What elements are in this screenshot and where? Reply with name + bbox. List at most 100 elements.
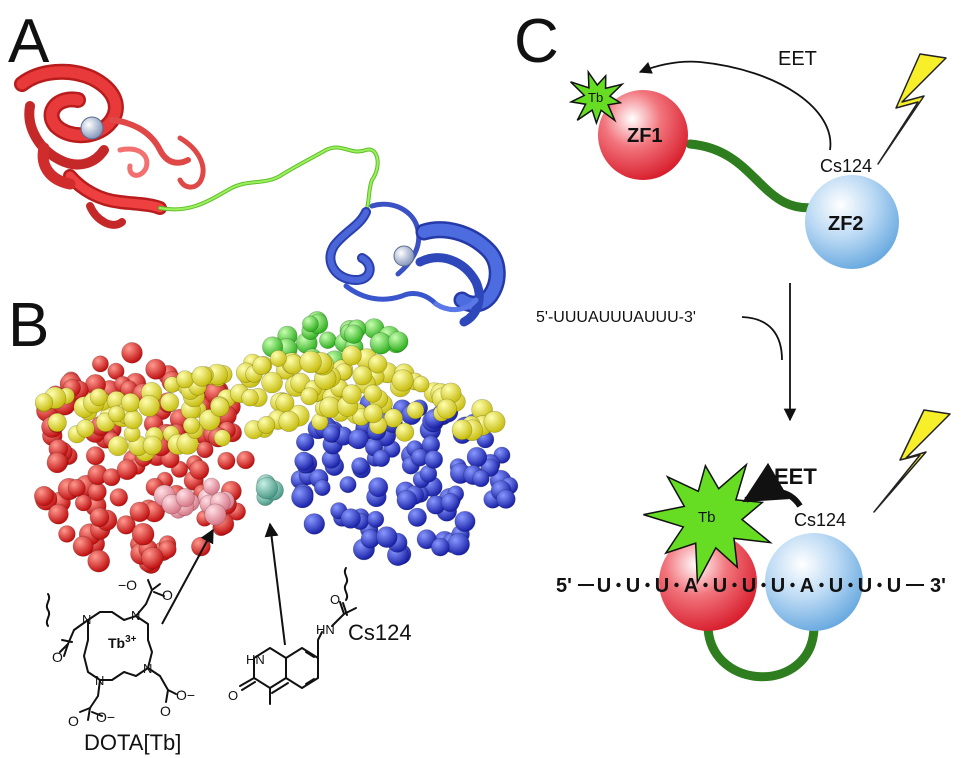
atom (236, 450, 255, 470)
linker-top (685, 139, 829, 213)
atom (109, 488, 129, 507)
zinc-ion-zf1 (80, 116, 104, 140)
rna-input-label: 5'-UUUAUUUAUUU-3' (536, 309, 696, 326)
atom (412, 375, 430, 393)
atom (145, 358, 167, 380)
rna-base: U (742, 575, 756, 597)
atom (343, 324, 364, 344)
dota-atoms (153, 477, 235, 526)
atom (116, 459, 138, 481)
atom (430, 537, 450, 557)
atom (340, 508, 361, 529)
dota-n2: N (131, 608, 140, 623)
zf2-ribbon (325, 201, 506, 327)
cs124-carbonyl-o: O (228, 688, 238, 703)
rna-3prime-label: 3' (930, 575, 946, 597)
cs124-pointer-arrow (264, 522, 286, 646)
atom (383, 408, 404, 428)
spacefill-model (33, 311, 519, 574)
atom (391, 369, 414, 392)
rna-base: U (713, 575, 727, 597)
atom (313, 479, 331, 497)
atom (451, 419, 473, 441)
atom (275, 393, 295, 413)
atom (142, 435, 163, 456)
rna-base: A (800, 575, 814, 597)
atom (85, 446, 105, 466)
atom (436, 398, 457, 420)
atom (58, 525, 76, 543)
zf2-atoms (290, 392, 519, 567)
atom (191, 365, 213, 387)
lightning-bolt-bottom (873, 409, 951, 513)
atom (138, 394, 161, 417)
rna-link-dot (616, 582, 621, 588)
atom (48, 503, 69, 525)
atom (372, 449, 391, 468)
atom (466, 446, 488, 468)
atom (76, 419, 95, 438)
tb-label-top: Tb (588, 90, 603, 105)
eet-arc-top (638, 60, 832, 151)
dota-n1: N (82, 612, 91, 627)
rna-5prime-label: 5' (556, 575, 572, 597)
cs124-atoms (255, 474, 284, 506)
rna-atoms (34, 345, 506, 462)
atom (252, 356, 272, 376)
rna-link-dot (732, 582, 737, 588)
atom (396, 489, 417, 511)
atom (123, 410, 143, 430)
rna-base: U (887, 575, 901, 597)
zf1-sphere-top (598, 90, 688, 180)
carboxylate-bottom: O− (96, 709, 115, 725)
rna-link-dot (877, 582, 882, 588)
atom (447, 532, 470, 556)
eet-label-top: EET (778, 48, 817, 70)
panel-letter-a: A (8, 7, 50, 76)
zf1-ribbon (14, 63, 206, 229)
rna-link-dot (848, 582, 853, 588)
atom (294, 451, 314, 471)
cs124-carbonyl-o-top: O (330, 592, 340, 607)
dota-pointer-arrow (161, 528, 214, 625)
atom (322, 425, 341, 443)
zf2-label-top: ZF2 (828, 213, 864, 235)
atom (107, 435, 129, 457)
cs124-label-bottom: Cs124 (794, 510, 846, 530)
zf1-label-top: ZF1 (627, 125, 663, 147)
atom (387, 331, 409, 352)
atom (217, 451, 236, 470)
atom (407, 507, 427, 527)
dota-n4: N (95, 673, 104, 688)
atom (102, 468, 121, 487)
tb-label-bottom: Tb (698, 509, 716, 526)
cs124-labels: HN O HN O Cs124 (228, 592, 412, 703)
rna-base: U (626, 575, 640, 597)
atom (255, 477, 278, 500)
atom (131, 522, 155, 546)
cs124-hn-top: HN (316, 622, 335, 637)
atom (296, 432, 315, 452)
panel-letter-c: C (514, 7, 559, 76)
atom (303, 513, 325, 535)
atom (472, 469, 490, 488)
lightning-bolt-top (877, 53, 947, 165)
atom (87, 549, 110, 573)
atom (302, 315, 319, 333)
panel-letter-b: B (8, 291, 49, 360)
rna-base: U (655, 575, 669, 597)
atom (33, 485, 54, 506)
atom (120, 392, 141, 413)
atom (92, 355, 109, 373)
protein-ribbon-structure (14, 63, 506, 327)
tb-star-bottom: Tb (643, 462, 773, 586)
cs124-structure (239, 567, 357, 705)
atom (375, 526, 398, 548)
atom (341, 384, 362, 405)
tb-ion-label: Tb3+ (108, 634, 137, 651)
atom (319, 331, 337, 349)
atom (175, 488, 195, 508)
atom (213, 429, 231, 447)
rna-base: U (858, 575, 872, 597)
